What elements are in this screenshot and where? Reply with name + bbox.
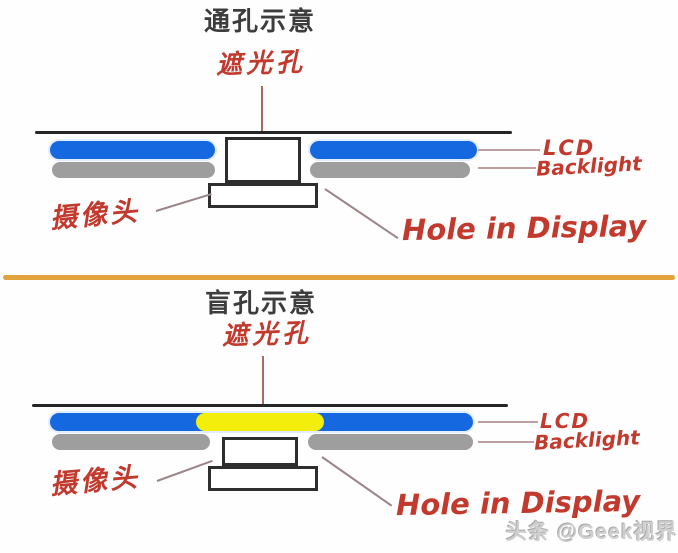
light-block-hole-label: 遮光孔: [215, 47, 307, 81]
backlight-bar-right: [310, 162, 470, 178]
backlight-callout-line: [478, 441, 534, 443]
lcd-bar-continuous: [50, 413, 473, 431]
camera-lens-body: [225, 137, 301, 183]
camera-base-body: [208, 466, 318, 491]
lcd-label: LCD: [540, 409, 591, 433]
section-title-blind-hole: 盲孔示意: [204, 288, 317, 318]
hole-pointer-diagonal: [321, 456, 393, 507]
lcd-callout-line: [478, 421, 538, 423]
camera-label: 摄像头: [48, 462, 142, 501]
backlight-bar-left: [52, 434, 210, 450]
camera-label: 摄像头: [48, 196, 142, 235]
section-divider: [3, 275, 675, 280]
camera-lens-body: [222, 437, 298, 466]
backlight-bar-right: [308, 434, 473, 450]
blind-hole-highlight: [196, 413, 324, 431]
hole-pointer-line: [262, 356, 264, 406]
hole-in-display-label: Hole in Display: [401, 208, 647, 248]
cover-glass-line: [32, 404, 508, 407]
lcd-bar-right: [310, 141, 477, 159]
hole-pointer-diagonal: [324, 188, 399, 240]
camera-pointer-line: [156, 459, 213, 482]
backlight-label: Backlight: [533, 425, 641, 455]
backlight-bar-left: [52, 162, 215, 178]
backlight-label: Backlight: [535, 151, 643, 181]
camera-base-body: [208, 183, 318, 208]
light-block-hole-label: 遮光孔: [221, 318, 313, 352]
watermark: 头条 @Geek视界: [506, 521, 678, 544]
hole-pointer-line: [261, 86, 263, 132]
backlight-callout-line: [478, 167, 536, 169]
camera-pointer-line: [155, 193, 212, 212]
lcd-callout-line: [478, 149, 540, 151]
section-title-through-hole: 通孔示意: [203, 6, 316, 36]
cover-glass-line: [35, 131, 512, 134]
lcd-label: LCD: [543, 136, 596, 160]
lcd-bar-left: [50, 141, 215, 159]
